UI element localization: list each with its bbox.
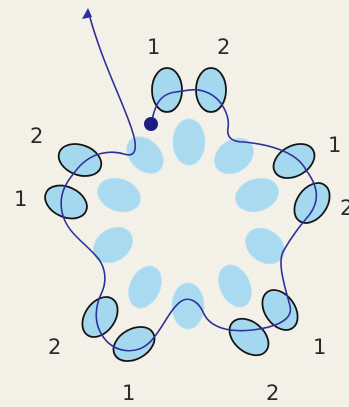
arrow-head-icon (82, 8, 92, 19)
inner-bead (172, 118, 206, 166)
bead-number-label: 2 (217, 35, 230, 59)
bead-number-label: 2 (266, 381, 279, 405)
thread-start-dot (144, 117, 158, 131)
inner-bead (171, 282, 205, 330)
outer-bead (57, 143, 103, 177)
inner-bead (218, 264, 252, 308)
inner-bead (93, 226, 133, 264)
bead-number-label: 2 (340, 196, 349, 220)
outer-bead (112, 326, 156, 362)
bead-number-label: 2 (48, 335, 61, 359)
outer-bead (44, 184, 88, 220)
inner-bead (128, 265, 162, 309)
bead-number-label: 1 (328, 133, 341, 157)
inner-bead (97, 177, 141, 213)
bead-number-label: 1 (147, 35, 160, 59)
outer-bead (81, 296, 119, 338)
inner-bead (245, 227, 285, 265)
inner-bead (214, 137, 254, 175)
bead-number-label: 2 (30, 124, 43, 148)
bead-number-label: 1 (14, 187, 27, 211)
bead-number-label: 1 (122, 381, 135, 405)
inner-bead (235, 177, 279, 213)
outer-bead (272, 143, 316, 179)
thread-path (60, 9, 318, 352)
outer-bead (228, 317, 270, 357)
bead-number-label: 1 (313, 335, 326, 359)
outer-bead (293, 182, 331, 224)
